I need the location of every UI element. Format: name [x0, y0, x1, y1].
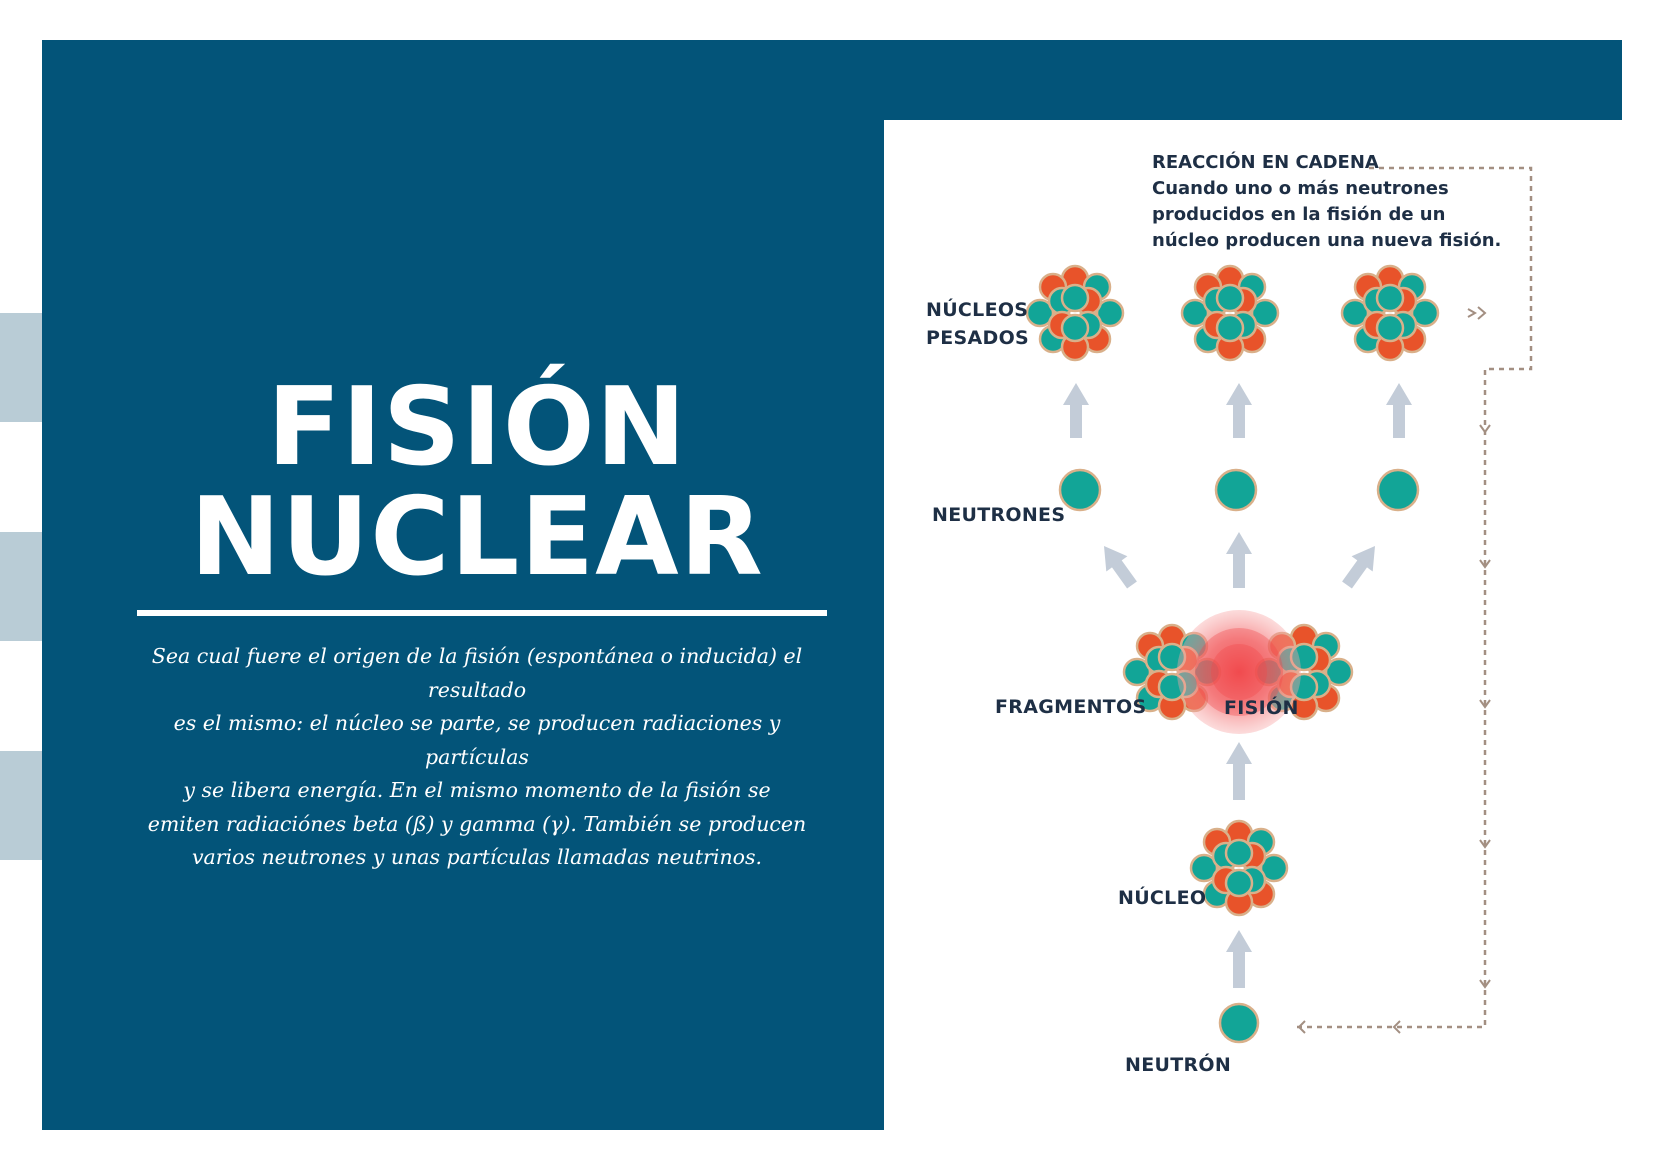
title-line-2: NUCLEAR [190, 475, 764, 600]
neutron-particle [1060, 283, 1090, 313]
chain-arrow-down [1479, 699, 1491, 709]
fission-glow-ring [1195, 628, 1283, 716]
fission-diagram: REACCIÓN EN CADENA Cuando uno o más neut… [884, 120, 1622, 1132]
chain-reaction-note: REACCIÓN EN CADENA Cuando uno o más neut… [1152, 150, 1501, 254]
neutron-particle [1122, 657, 1152, 687]
arrow-nucleus-to-fission [1226, 742, 1252, 800]
released-neutron [1214, 468, 1258, 512]
fission-glow-core [1211, 644, 1267, 700]
body-line: varios neutrones y unas partículas llama… [191, 845, 763, 869]
diagram-canvas [1025, 166, 1533, 1044]
chain-reaction-line: núcleo producen una nueva fisión. [1152, 230, 1502, 251]
chain-arrow-down [1479, 979, 1491, 989]
label-heavy-nuclei: NÚCLEOS PESADOS [926, 296, 1029, 352]
neutron-particle [1060, 313, 1090, 343]
arrow-neutron-to-nucleus [1226, 930, 1252, 988]
neutron-particle [1259, 853, 1289, 883]
neutron-particle [1375, 283, 1405, 313]
neutron-particle [1215, 283, 1245, 313]
label-neutron: NEUTRÓN [1125, 1054, 1232, 1076]
arrow-fission-to-neutron [1104, 546, 1137, 589]
side-tab-1 [0, 313, 42, 422]
released-neutron [1376, 468, 1420, 512]
neutron-particle [1375, 313, 1405, 343]
body-line: es el mismo: el núcleo se parte, se prod… [173, 711, 781, 769]
chain-arrow-down [1479, 559, 1491, 569]
body-line: Sea cual fuere el origen de la fisión (e… [151, 644, 803, 702]
chain-arrow-left [1297, 1020, 1306, 1034]
body-line: y se libera energía. En el mismo momento… [183, 778, 771, 802]
chain-reaction-line: Cuando uno o más neutrones [1152, 178, 1449, 199]
heavy-nucleus [1180, 264, 1280, 362]
chain-arrow-down [1479, 424, 1491, 434]
neutron-particle [1224, 838, 1254, 868]
label-fission: FISIÓN [1224, 697, 1299, 719]
chain-arrow-right [1477, 306, 1487, 320]
title-divider [137, 610, 827, 616]
arrow-neutron-to-heavy-nucleus [1386, 383, 1412, 438]
released-neutron [1058, 468, 1102, 512]
label-nucleus: NÚCLEO [1118, 887, 1207, 909]
neutron-particle [1180, 298, 1210, 328]
neutron-particle [1224, 868, 1254, 898]
label-fragments: FRAGMENTOS [995, 696, 1147, 718]
incoming-neutron [1218, 1002, 1260, 1044]
chain-reaction-line [1294, 166, 1533, 1029]
body-text: Sea cual fuere el origen de la fisión (e… [127, 640, 827, 875]
main-panel: FISIÓN NUCLEAR Sea cual fuere el origen … [42, 40, 1622, 1132]
chain-arrow-left [1392, 1020, 1401, 1034]
neutron-particle [1340, 298, 1370, 328]
body-line: emiten radiaciónes beta (ß) y gamma (γ).… [147, 811, 807, 836]
side-tab-2 [0, 532, 42, 641]
neutron-particle [1250, 298, 1280, 328]
neutron-particle [1189, 853, 1219, 883]
label-neutrons: NEUTRONES [932, 504, 1066, 526]
arrow-fission-to-neutron [1342, 546, 1375, 589]
target-nucleus [1189, 819, 1289, 917]
neutron-particle [1025, 298, 1055, 328]
title-line-1: FISIÓN [266, 365, 688, 490]
arrow-neutron-to-heavy-nucleus [1063, 383, 1089, 438]
neutron-particle [1095, 298, 1125, 328]
chain-arrow-right [1467, 308, 1478, 318]
chain-reaction-line: producidos en la fisión de un [1152, 204, 1446, 225]
chain-arrow-down [1479, 839, 1491, 849]
neutron-particle [1215, 313, 1245, 343]
label-heavy-nuclei-line: PESADOS [926, 327, 1030, 349]
chain-reaction-heading: REACCIÓN EN CADENA [1152, 152, 1379, 173]
label-heavy-nuclei-line: NÚCLEOS [926, 299, 1029, 321]
heavy-nucleus [1340, 264, 1440, 362]
side-tab-3 [0, 751, 42, 860]
neutron-particle [1324, 657, 1354, 687]
arrow-neutron-to-heavy-nucleus [1226, 383, 1252, 438]
arrow-fission-to-neutron [1226, 532, 1252, 588]
heavy-nucleus [1025, 264, 1125, 362]
fission-glow [1177, 610, 1301, 734]
neutron-particle [1410, 298, 1440, 328]
